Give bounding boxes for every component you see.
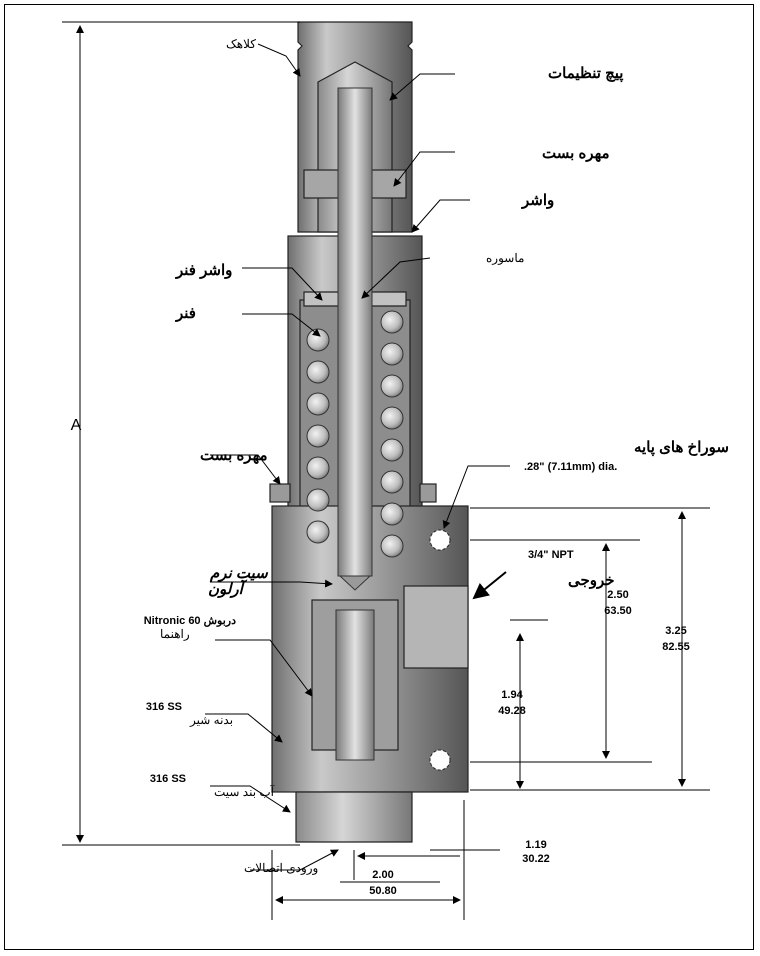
label-washer: واشر bbox=[521, 192, 554, 209]
label-body-2: بدنه شیر bbox=[189, 713, 233, 727]
lock-nut-side-shape bbox=[269, 483, 291, 503]
outlet-port-shape bbox=[403, 585, 469, 669]
dim-hole-spacing-mm: 82.55 bbox=[662, 641, 690, 653]
label-spring: فنر bbox=[175, 305, 196, 322]
label-spindle: ماسوره bbox=[486, 251, 524, 265]
label-guide-1: Nitronic 60 دربوش bbox=[144, 615, 236, 627]
label-soft-seat-1: سیت نرم bbox=[209, 565, 269, 582]
label-adjusting-screw: پیچ تنظیمات bbox=[548, 65, 623, 83]
label-soft-seat-2: آرلون bbox=[208, 579, 248, 598]
stem-shape bbox=[337, 87, 373, 577]
label-base-holes-title: سوراخ های پایه bbox=[634, 439, 729, 457]
spring-coils bbox=[306, 310, 404, 558]
dim-outlet-to-hole-mm: 63.50 bbox=[604, 605, 632, 617]
label-seat-2: آب بند سیت bbox=[214, 784, 275, 799]
label-inlet-connections: ورودی اتصالات bbox=[244, 861, 318, 875]
dim-body-width-mm: 50.80 bbox=[369, 885, 397, 897]
label-body-1: 316 SS bbox=[146, 701, 182, 713]
label-lock-nut-side: مهره بست bbox=[200, 447, 268, 464]
dim-outlet-to-hole-in: 2.50 bbox=[607, 589, 628, 601]
dim-side-offset-in: 1.19 bbox=[525, 839, 546, 851]
dim-inlet-to-hole-in: 1.94 bbox=[501, 689, 523, 701]
base-hole-bottom bbox=[429, 749, 451, 771]
label-outlet: خروجی bbox=[568, 572, 615, 589]
dim-hole-spacing-in: 3.25 bbox=[665, 625, 686, 637]
inlet-fitting-shape bbox=[295, 791, 413, 843]
label-spring-washer: واشر فنر bbox=[175, 262, 232, 279]
label-lock-nut-top: مهره بست bbox=[542, 145, 610, 162]
base-hole-top bbox=[429, 529, 451, 551]
label-cap: کلاهک bbox=[226, 37, 256, 51]
label-guide-2: راهنما bbox=[160, 627, 190, 641]
label-seat-1: 316 SS bbox=[150, 773, 186, 785]
leader-lines bbox=[205, 43, 510, 871]
label-base-holes-size: .28" (7.11mm) dia. bbox=[524, 461, 617, 473]
drawing-frame bbox=[4, 4, 754, 950]
label-outlet-npt: 3/4" NPT bbox=[528, 549, 574, 561]
dim-inlet-to-hole-mm: 49.28 bbox=[498, 705, 526, 717]
dim-side-offset-mm: 30.22 bbox=[522, 853, 550, 865]
dim-overall-height: A bbox=[71, 417, 82, 434]
dim-body-width-in: 2.00 bbox=[372, 869, 393, 881]
dimension-lines bbox=[62, 21, 710, 920]
